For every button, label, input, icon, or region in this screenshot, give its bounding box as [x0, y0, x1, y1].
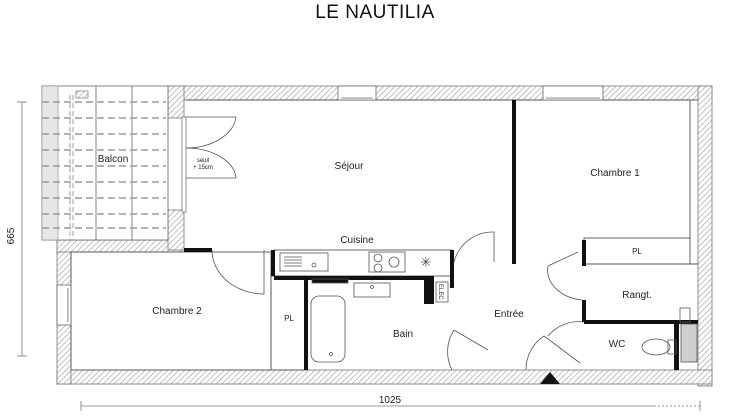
- room-label-sejour: Séjour: [335, 161, 365, 172]
- bathroom-fixtures: [310, 278, 449, 363]
- balcony-door: [181, 116, 237, 213]
- windows: [56, 85, 604, 326]
- room-label-entree: Entrée: [494, 309, 524, 320]
- interior-walls: [184, 100, 698, 370]
- svg-text:✳: ✳: [420, 255, 432, 271]
- dimension-lines: [17, 101, 701, 411]
- room-label-chambre2: Chambre 2: [152, 306, 202, 317]
- room-label-balcon: Balcon: [98, 154, 129, 165]
- room-label-pl-right: PL: [632, 247, 642, 256]
- room-label-pl-left: PL: [284, 314, 294, 323]
- wc-fixtures: [641, 307, 698, 363]
- entrance-arrow-icon: [540, 372, 560, 384]
- room-label-chambre1: Chambre 1: [590, 168, 640, 179]
- room-label-cuisine: Cuisine: [340, 235, 374, 246]
- kitchen-fixtures: ✳: [279, 251, 432, 273]
- seuil-label: seuil: [197, 158, 209, 164]
- room-label-bain: Bain: [393, 329, 413, 340]
- seuil-height-label: + 15cm: [193, 165, 213, 171]
- balcony: [41, 85, 169, 241]
- room-label-elec: ELEC: [437, 284, 443, 300]
- room-label-wc: WC: [609, 339, 626, 350]
- dimension-height-label: 665: [6, 227, 17, 244]
- dimension-width-label: 1025: [379, 395, 402, 406]
- plan-title: LE NAUTILIA: [315, 2, 435, 23]
- room-label-rangt: Rangt.: [622, 290, 651, 301]
- door-swings: [211, 231, 585, 371]
